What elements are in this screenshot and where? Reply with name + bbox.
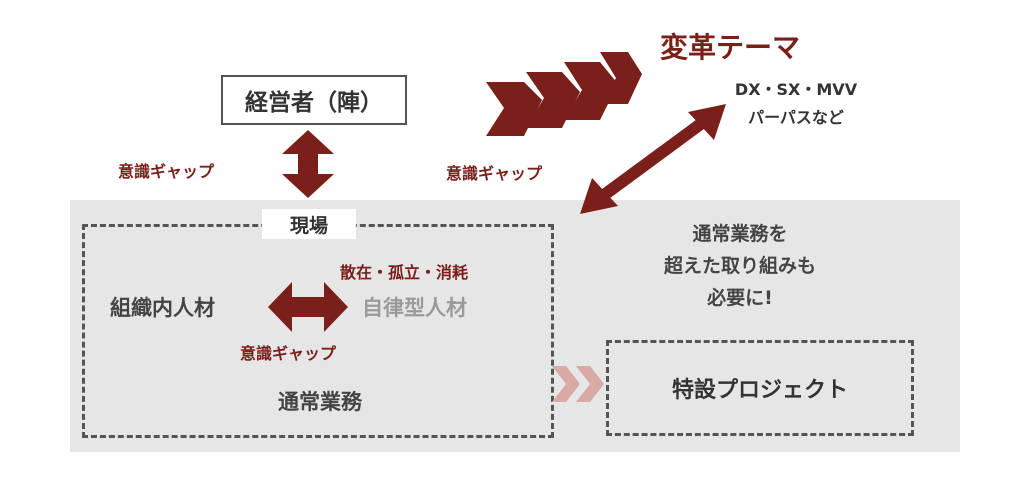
- autonomous-talent-label: 自律型人材: [362, 296, 467, 320]
- beyond-routine-line-3: 必要に!: [707, 287, 773, 309]
- routine-work-label: 通常業務: [278, 390, 362, 414]
- faded-chevron-arrows-icon: [552, 366, 604, 402]
- field-panel: [70, 200, 960, 452]
- vertical-double-arrow-icon: [282, 130, 334, 198]
- attrition-label: 散在・孤立・消耗: [340, 263, 469, 282]
- internal-talent-label: 組織内人材: [110, 296, 215, 320]
- beyond-routine-line-1: 通常業務を: [692, 223, 788, 245]
- awareness-gap-label-inner: 意識ギャップ: [240, 344, 337, 363]
- workplace-label: 現場: [262, 209, 356, 239]
- beyond-routine-line-2: 超えた取り組みも: [663, 255, 816, 277]
- chevron-arrows-icon: [486, 52, 642, 136]
- awareness-gap-label-middle: 意識ギャップ: [446, 164, 543, 183]
- theme-title: 変革テーマ: [660, 31, 801, 64]
- diagonal-double-arrow-icon: [580, 104, 726, 214]
- horizontal-double-arrow-icon: [268, 282, 348, 332]
- executive-box: 経営者（陣）: [221, 75, 407, 125]
- theme-subtitle-2: パーパスなど: [748, 108, 844, 127]
- theme-subtitle-1: DX・SX・MVV: [734, 80, 858, 99]
- awareness-gap-label-left: 意識ギャップ: [118, 162, 215, 181]
- special-project-box: 特設プロジェクト: [606, 340, 914, 436]
